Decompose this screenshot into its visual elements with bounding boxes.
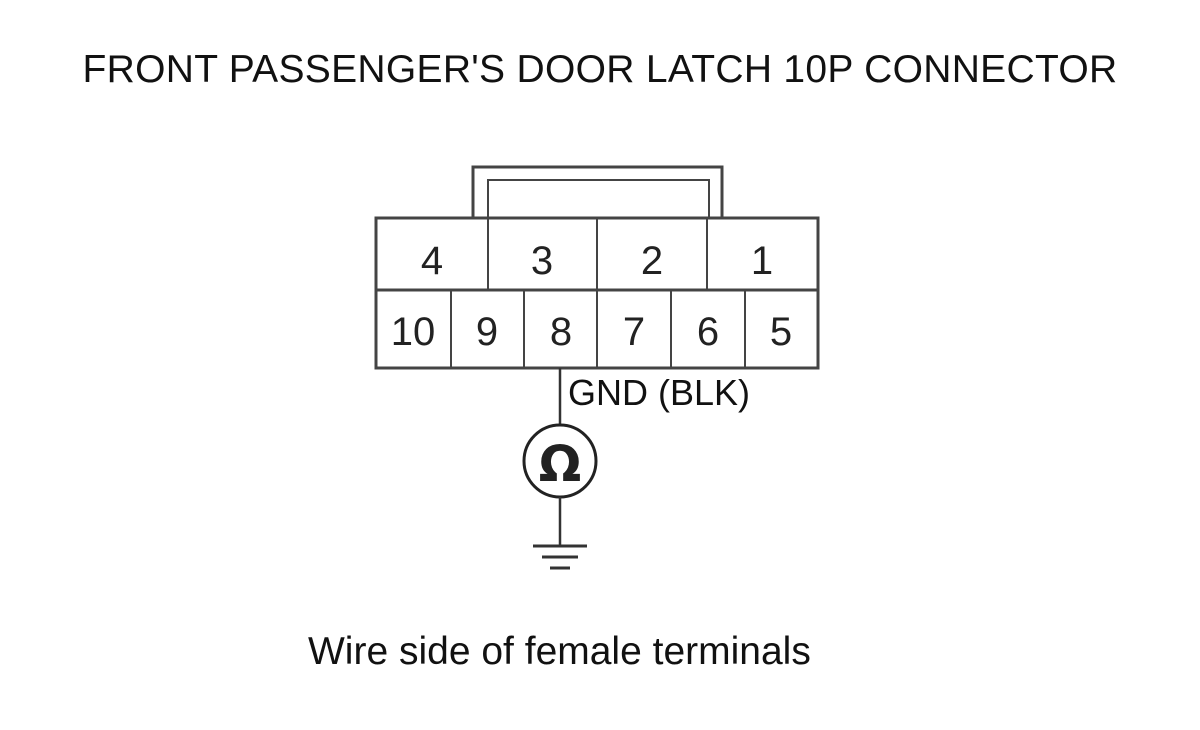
ohm-meter-icon: Ω: [522, 423, 598, 499]
terminal-label: 7: [623, 310, 645, 354]
terminal-label: 4: [421, 239, 443, 283]
terminal-label: 3: [531, 239, 553, 283]
top-row-dividers: [487, 218, 708, 290]
terminal-label: 8: [550, 310, 572, 354]
connector-latch-tab: [471, 165, 724, 218]
terminal-label: 1: [751, 239, 773, 283]
terminal-label: 5: [770, 310, 792, 354]
diagram-caption: Wire side of female terminals: [308, 630, 811, 673]
svg-text:Ω: Ω: [539, 435, 582, 493]
bottom-row-dividers: [450, 290, 746, 368]
diagram-title: FRONT PASSENGER'S DOOR LATCH 10P CONNECT…: [82, 48, 1118, 91]
ground-wire-label: GND (BLK): [568, 372, 751, 413]
terminal-label: 10: [391, 310, 436, 354]
terminal-label: 2: [641, 239, 663, 283]
connector-latch-tab-inner: [487, 179, 710, 218]
terminal-label: 6: [697, 310, 719, 354]
terminal-label: 9: [476, 310, 498, 354]
ground-symbol-icon: [533, 544, 587, 570]
